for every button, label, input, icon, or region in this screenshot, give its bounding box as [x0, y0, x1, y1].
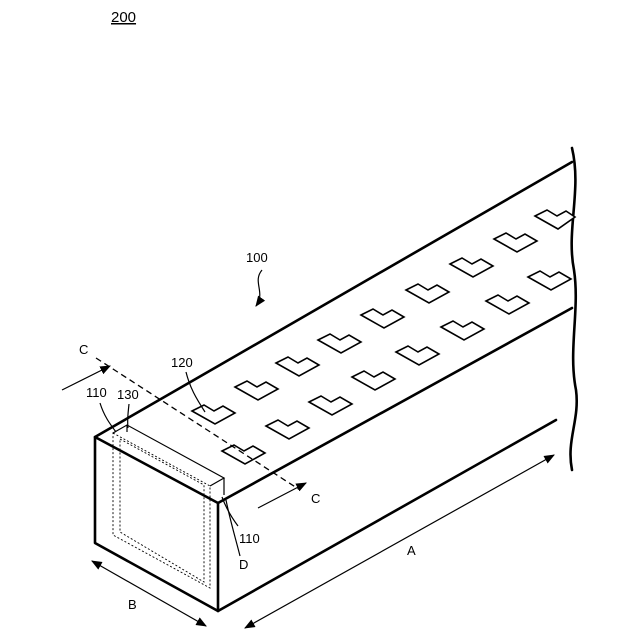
- pad-r2-4: [352, 371, 395, 390]
- length-label: A: [407, 543, 416, 558]
- pad-r1-4: [318, 334, 361, 353]
- pad-r1-1: [192, 405, 235, 424]
- assembly-leader: [256, 270, 262, 306]
- pad-label: 120: [171, 355, 193, 370]
- wall-leader-right: [222, 497, 238, 526]
- assembly-label: 100: [246, 250, 268, 265]
- pad-r2-7: [486, 295, 529, 314]
- pad-r2-1: [222, 445, 265, 464]
- pad-r2-3: [309, 396, 352, 415]
- inner-label: 130: [117, 387, 139, 402]
- section-label-bottom: C: [311, 491, 320, 506]
- pad-r1-9: [535, 210, 575, 229]
- wall-label-left: 110: [86, 385, 107, 400]
- bar-body: [95, 148, 577, 611]
- pad-r1-8: [494, 233, 537, 252]
- front-face: [95, 437, 218, 611]
- figure-number: 200: [111, 9, 136, 26]
- inner-leader: [128, 404, 129, 428]
- width-label: B: [128, 597, 137, 612]
- detail-leader: [226, 500, 240, 556]
- wall-label-right: 110: [239, 531, 260, 546]
- pad-r1-2: [235, 381, 278, 400]
- pad-r1-6: [406, 284, 449, 303]
- bottom-right-edge: [218, 420, 556, 611]
- pad-r2-8: [528, 271, 571, 290]
- pad-r1-5: [361, 309, 404, 328]
- pad-r2-6: [441, 321, 484, 340]
- section-label-top: C: [79, 342, 88, 357]
- pad-r1-7: [450, 258, 493, 277]
- detail-label: D: [239, 557, 248, 572]
- length-dimension-arrow: [245, 455, 554, 628]
- top-right-edge: [218, 308, 572, 503]
- pad-r2-5: [396, 346, 439, 365]
- pad-r2-2: [266, 420, 309, 439]
- pad-r1-3: [276, 357, 319, 376]
